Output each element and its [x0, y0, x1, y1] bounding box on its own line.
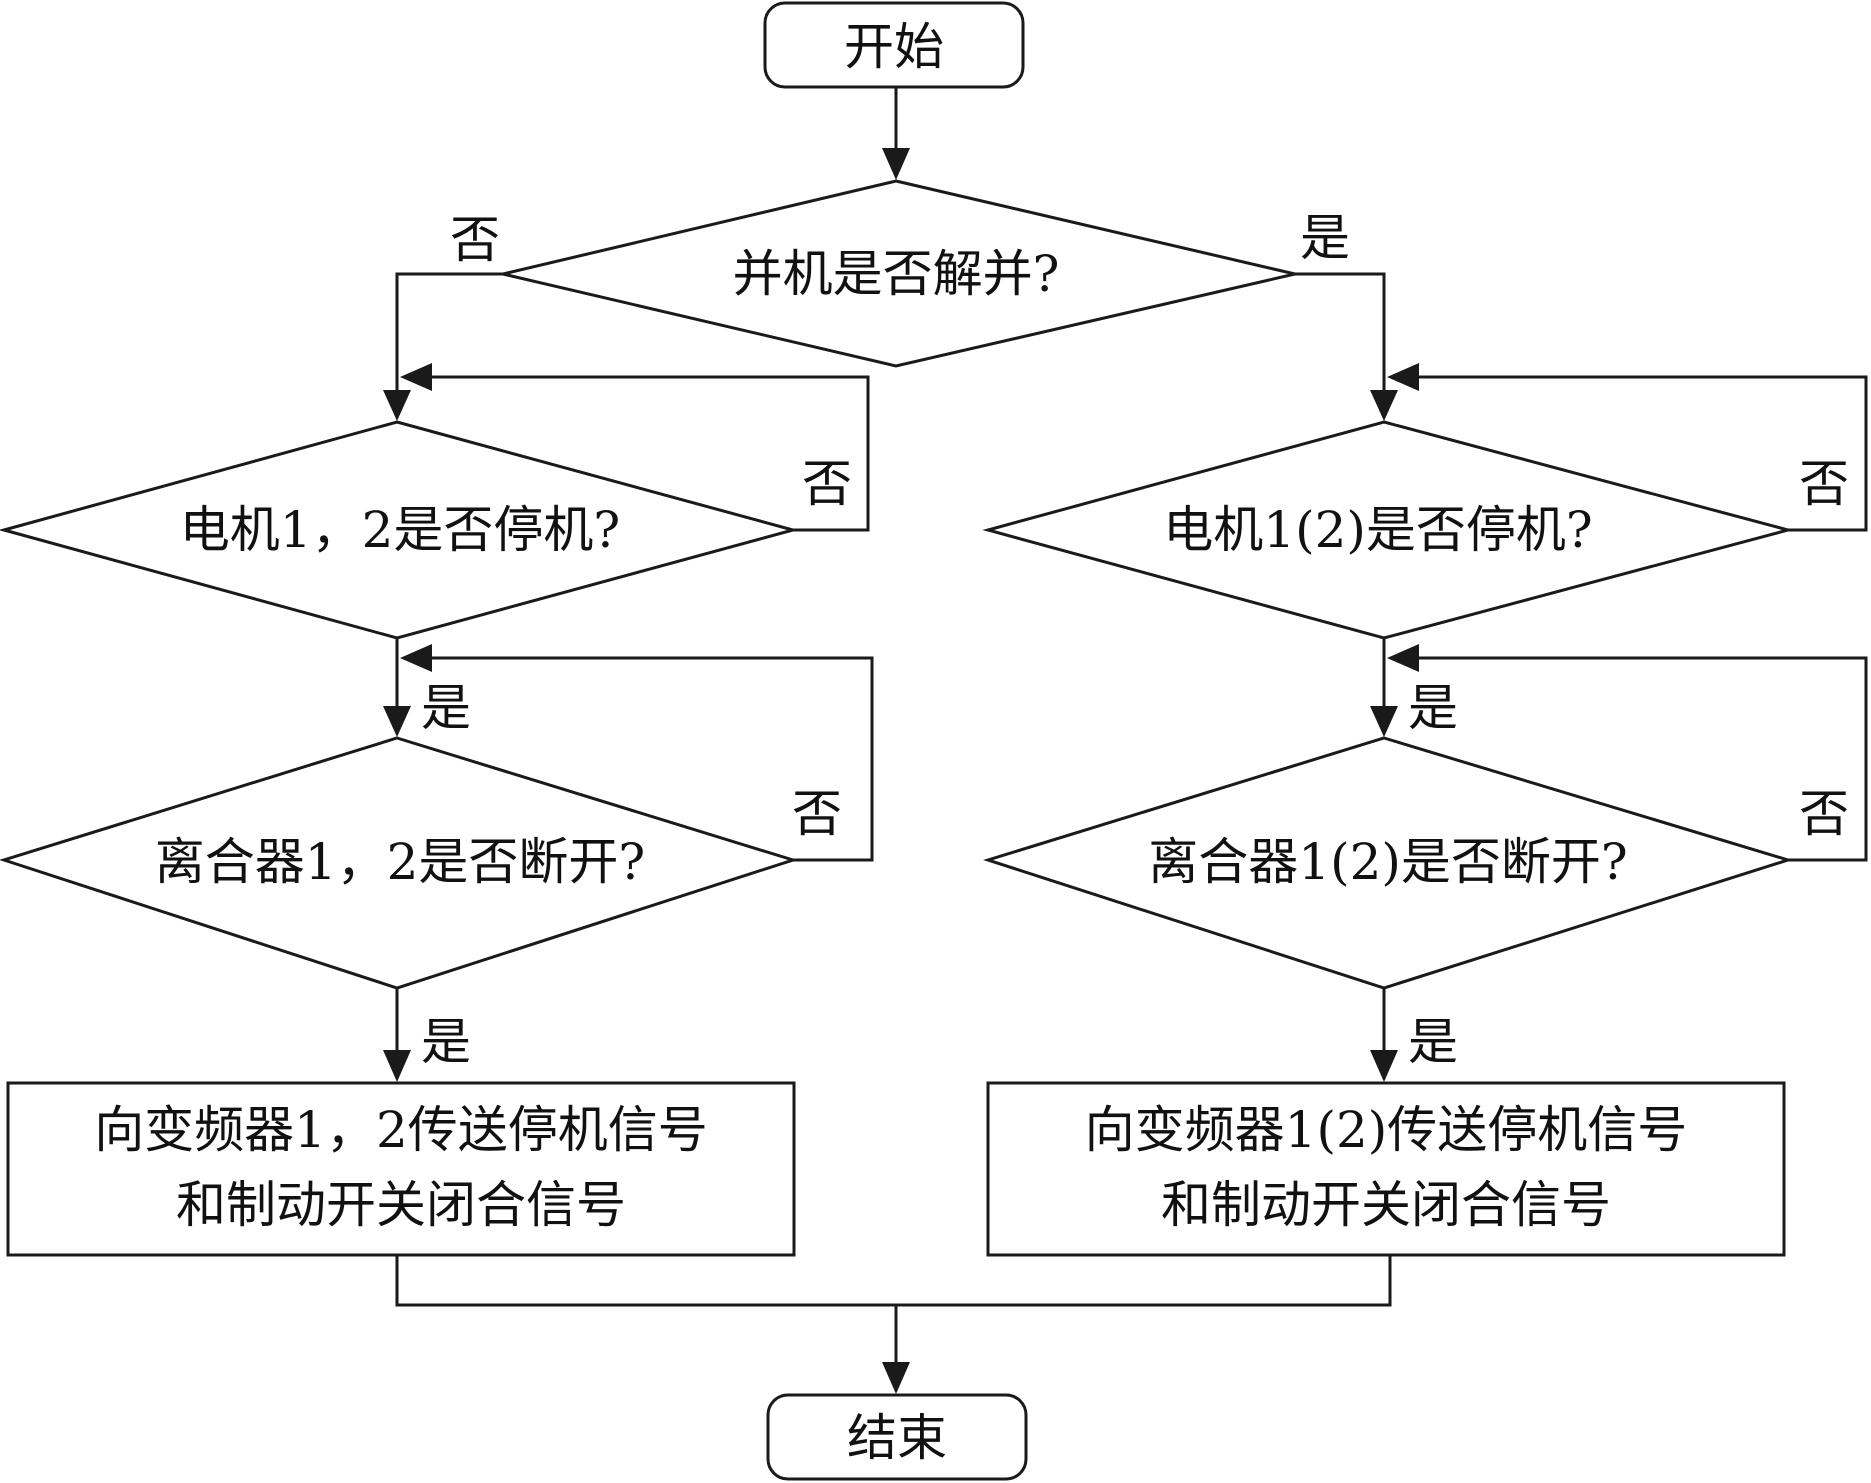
decision-right-clutch-label: 离合器1(2)是否断开?: [1148, 833, 1627, 891]
decision-parallel-split-label: 并机是否解并?: [733, 245, 1060, 303]
edge-left-action-to-merge: [395, 1255, 896, 1307]
arrow-right-motor-yes: [1370, 706, 1398, 737]
edge-left-motor-no: [432, 375, 870, 532]
edge-parallel-no: [395, 272, 503, 390]
arrow-right-clutch-no: [1387, 644, 1419, 672]
process-right-action-line-1: 向变频器1(2)传送停机信号: [1085, 1101, 1688, 1159]
decision-parallel-split: [502, 179, 1296, 368]
arrow-start-to-decision: [882, 148, 910, 180]
end-label: 结束: [847, 1409, 947, 1467]
label-left-clutch-yes: 是: [421, 1013, 471, 1071]
label-right-clutch-no: 否: [1799, 785, 1849, 843]
arrow-left-clutch-no: [400, 644, 432, 672]
arrow-parallel-yes: [1370, 390, 1398, 421]
decision-left-clutch-label: 离合器1，2是否断开?: [155, 833, 645, 891]
arrow-right-motor-no: [1387, 363, 1419, 391]
arrow-right-clutch-yes: [1370, 1050, 1398, 1082]
start-terminal: [763, 1, 1025, 89]
process-left-action-line-1: 向变频器1，2传送停机信号: [94, 1101, 708, 1159]
label-right-clutch-yes: 是: [1408, 1013, 1458, 1071]
process-left-action-line-2: 和制动开关闭合信号: [176, 1176, 626, 1234]
arrow-left-motor-no: [400, 363, 432, 391]
label-left-motor-yes: 是: [421, 679, 471, 737]
arrow-parallel-no: [383, 390, 411, 421]
label-left-clutch-no: 否: [792, 785, 842, 843]
edge-left-clutch-no: [432, 656, 874, 862]
label-left-motor-no: 否: [802, 455, 852, 513]
label-parallel-no: 否: [450, 211, 500, 269]
label-right-motor-yes: 是: [1408, 679, 1458, 737]
edge-right-clutch-no: [1419, 656, 1868, 862]
arrow-left-motor-yes: [383, 706, 411, 737]
process-right-action: [986, 1081, 1786, 1257]
process-right-action-line-2: 和制动开关闭合信号: [1161, 1176, 1611, 1234]
label-parallel-yes: 是: [1300, 209, 1350, 267]
process-left-action: [6, 1081, 796, 1257]
start-label: 开始: [844, 18, 944, 76]
decision-right-motor-label: 电机1(2)是否停机?: [1163, 501, 1592, 559]
label-right-motor-no: 否: [1799, 455, 1849, 513]
arrow-left-clutch-yes: [383, 1050, 411, 1082]
edge-right-motor-no: [1419, 375, 1868, 532]
end-terminal: [766, 1393, 1028, 1481]
decision-left-motor-label: 电机1，2是否停机?: [180, 501, 620, 559]
arrow-merge-to-end: [882, 1362, 910, 1394]
edge-parallel-yes: [1295, 272, 1386, 390]
edge-right-action-to-merge: [896, 1255, 1392, 1307]
